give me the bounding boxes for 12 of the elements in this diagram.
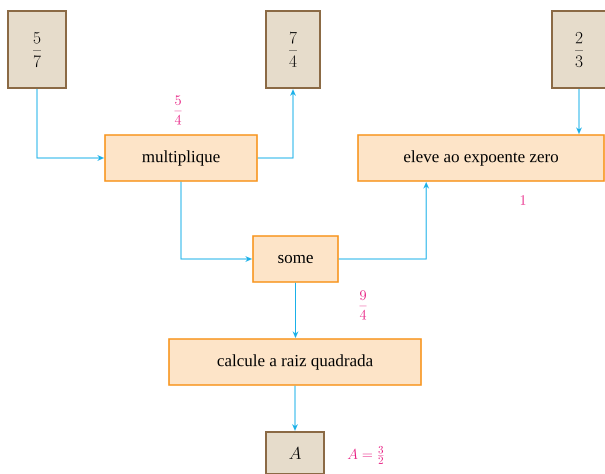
- value-box: $\frac{2}{3}$: [551, 10, 605, 89]
- result-label: $\frac{5}{4}$: [174, 95, 182, 124]
- value-box: $\frac{7}{4}$: [265, 10, 321, 89]
- process-box: multiplique: [104, 134, 258, 182]
- process-box: calcule a raiz quadrada: [168, 338, 422, 386]
- value-box: $A$: [265, 431, 325, 474]
- process-box: some: [252, 235, 339, 283]
- value-box: $\frac{5}{7}$: [7, 10, 67, 89]
- result-label: $\frac{9}{4}$: [359, 290, 367, 320]
- result-label: $1$: [520, 195, 526, 205]
- result-label: $A = \frac{3}{2}$: [348, 446, 384, 464]
- process-box: eleve ao expoente zero: [357, 134, 605, 182]
